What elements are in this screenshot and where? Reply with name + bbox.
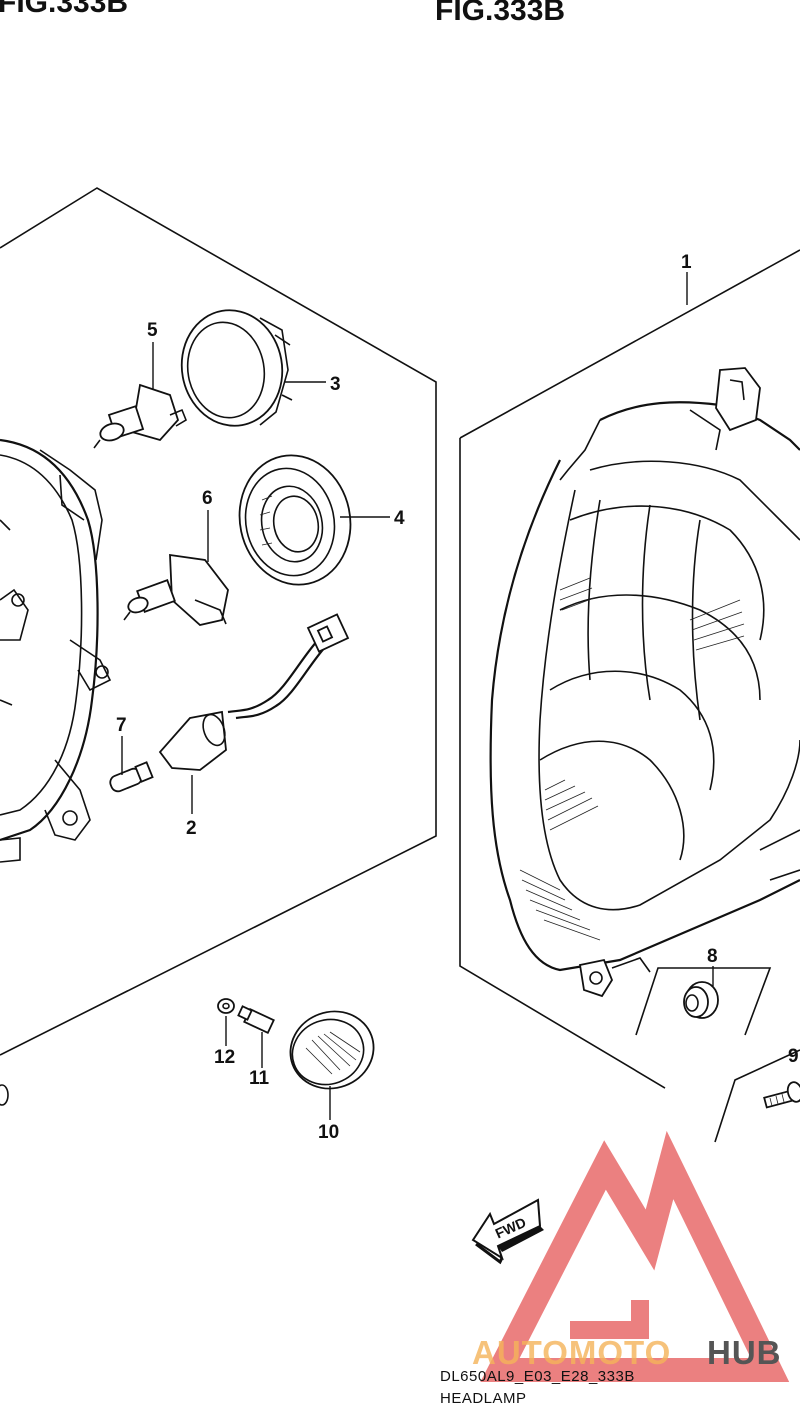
svg-text:2: 2: [186, 818, 197, 839]
part-2-socket-harness: [158, 613, 350, 771]
part-7-small-bulb: [109, 761, 154, 793]
headlamp-housing-rear: [0, 438, 112, 863]
leader-lines: [121, 272, 714, 1120]
svg-text:11: 11: [249, 1068, 270, 1089]
callout-part-7: 7: [116, 715, 127, 736]
part-3-retaining-ring: [180, 309, 293, 427]
callout-part-3: 3: [330, 374, 341, 395]
callout-part-4: 4: [394, 508, 405, 529]
footer-diagram-name: HEADLAMP: [440, 1390, 527, 1407]
part-5-bulb: [93, 383, 187, 449]
svg-text:4: 4: [394, 508, 405, 529]
part-1-headlamp-assembly: [489, 367, 800, 998]
callout-part-9: 9: [788, 1046, 799, 1067]
fwd-direction-arrow: FWD: [471, 1198, 544, 1265]
svg-text:6: 6: [202, 488, 213, 509]
svg-text:HUB: HUB: [707, 1334, 782, 1371]
callout-part-1: 1: [681, 252, 692, 273]
callout-part-6: 6: [202, 488, 213, 509]
part-8-grommet: [635, 967, 772, 1036]
watermark-text: AUTOMOTO HUB: [472, 1334, 782, 1371]
svg-text:5: 5: [147, 320, 158, 341]
lens-shading: [519, 577, 745, 941]
part-9-screw: [714, 1049, 800, 1143]
part-4-rubber-cap: [238, 454, 352, 586]
part-11-stud: [237, 1005, 275, 1035]
left-panel-outline: [0, 187, 437, 1056]
callout-part-10: 10: [318, 1122, 339, 1143]
svg-text:9: 9: [788, 1046, 799, 1067]
svg-text:AUTOMOTO: AUTOMOTO: [472, 1334, 671, 1371]
figure-title-right: FIG.333B: [435, 0, 565, 27]
svg-text:FIG.333B: FIG.333B: [435, 0, 565, 27]
footer-diagram-code: DL650AL9_E03_E28_333B: [440, 1368, 635, 1385]
right-panel-outline: [459, 249, 800, 1089]
figure-title-left: FIG.333B: [0, 0, 128, 19]
svg-text:3: 3: [330, 374, 341, 395]
svg-text:1: 1: [681, 252, 692, 273]
svg-text:12: 12: [214, 1047, 235, 1068]
watermark-logo-icon: [480, 1130, 790, 1382]
callout-part-8: 8: [707, 946, 718, 967]
callout-part-11: 11: [249, 1068, 270, 1089]
part-10-reflector: [289, 1010, 375, 1090]
callout-part-2: 2: [186, 818, 197, 839]
part-cutoff-fastener: [0, 1084, 9, 1106]
svg-text:FIG.333B: FIG.333B: [0, 0, 128, 19]
svg-text:10: 10: [318, 1122, 339, 1143]
callout-part-12: 12: [214, 1047, 235, 1068]
part-6-bulb: [123, 553, 229, 626]
svg-text:8: 8: [707, 946, 718, 967]
callout-part-5: 5: [147, 320, 158, 341]
svg-text:7: 7: [116, 715, 127, 736]
part-12-washer: [217, 998, 235, 1014]
